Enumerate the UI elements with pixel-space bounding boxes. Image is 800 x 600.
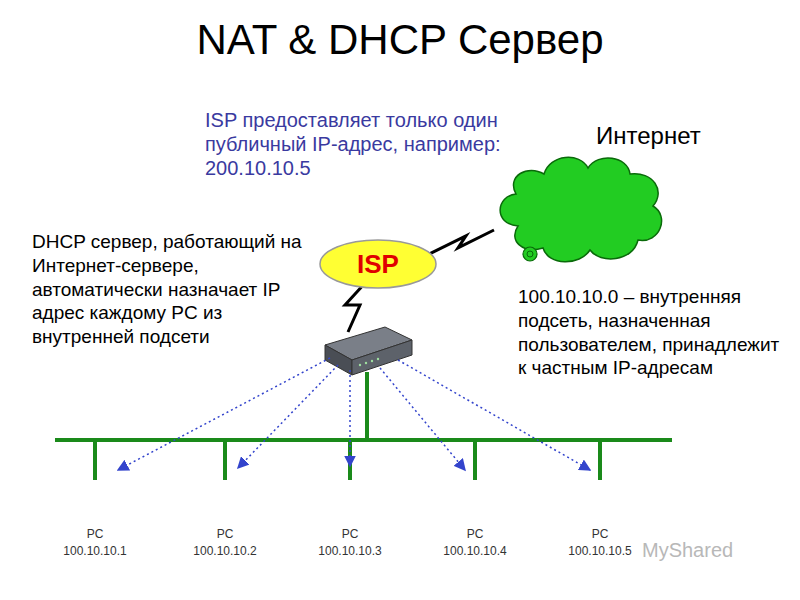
pc-label: PC (550, 527, 650, 541)
wan-link (345, 282, 366, 332)
diagram-title: NAT & DHCP Сервер (0, 16, 800, 64)
pc-label: PC (300, 527, 400, 541)
internet-cloud: Интернет (488, 116, 728, 268)
pc-address: 100.10.10.2 (175, 544, 275, 558)
pc-label: PC (425, 527, 525, 541)
pc-address: 100.10.10.5 (550, 544, 650, 558)
node-title: ISP (318, 238, 438, 290)
lan-bus (55, 372, 672, 480)
pc-address: 100.10.10.1 (45, 544, 145, 558)
pc-address: 100.10.10.4 (425, 544, 525, 558)
node-heading: Интернет (488, 116, 728, 150)
pc-address: 100.10.10.3 (300, 544, 400, 558)
isp-note: ISP предоставляет только один публичный … (205, 108, 505, 180)
lightning-link (430, 230, 494, 254)
dhcp-note: DHCP сервер, работающий на Интернет-серв… (32, 230, 320, 349)
isp-ellipse: ISP (318, 238, 438, 290)
subnet-note: 100.10.10.0 – внутренняя подсеть, назнач… (518, 285, 790, 380)
router-device (325, 327, 412, 375)
pc-label: PC (175, 527, 275, 541)
watermark: MyShared (642, 538, 752, 562)
pc-label: PC (45, 527, 145, 541)
